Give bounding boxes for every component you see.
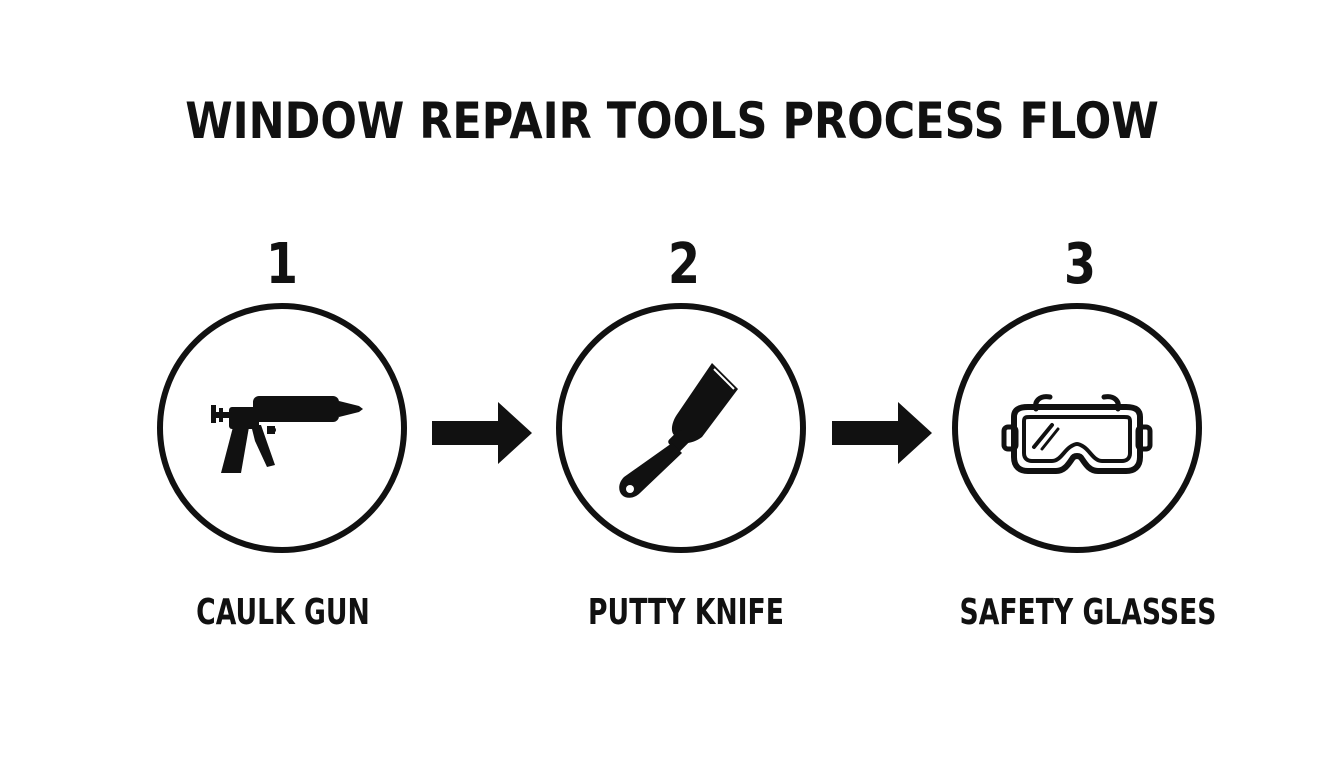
step-label: PUTTY KNIFE: [588, 592, 784, 633]
arrow-right-icon: [832, 402, 932, 464]
step-label: CAULK GUN: [196, 592, 370, 633]
step-circle: [556, 303, 806, 553]
arrow-right-icon: [432, 402, 532, 464]
step-label: SAFETY GLASSES: [959, 592, 1217, 633]
step-number: 3: [1064, 232, 1096, 297]
step-number: 1: [266, 232, 298, 297]
step-number: 2: [668, 232, 700, 297]
putty-knife-icon: [619, 363, 738, 498]
safety-glasses-icon: [1001, 394, 1153, 474]
step-circle: [157, 303, 407, 553]
caulk-gun-icon: [211, 396, 363, 473]
diagram-title: WINDOW REPAIR TOOLS PROCESS FLOW: [185, 92, 1159, 150]
step-circle: [952, 303, 1202, 553]
